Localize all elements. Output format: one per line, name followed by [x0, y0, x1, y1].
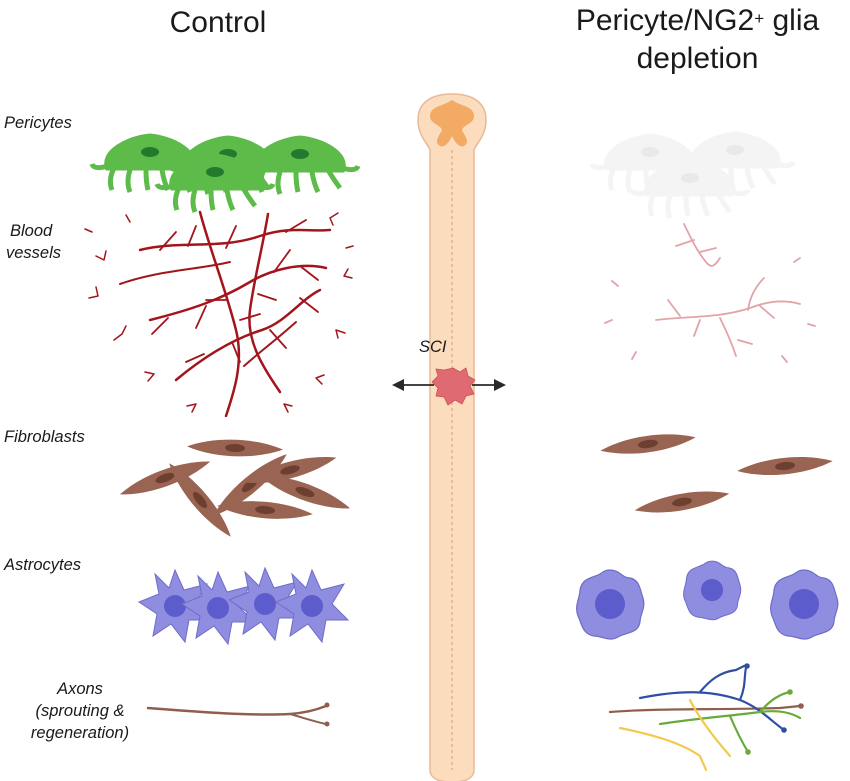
astrocyte-cell	[228, 567, 302, 641]
fibroblast-cell	[241, 449, 339, 491]
depletion-title: Pericyte/NG2+ glia depletion	[555, 2, 840, 78]
fibroblast-cell	[736, 452, 834, 480]
depletion-pericytes	[592, 132, 793, 218]
label-pericytes: Pericytes	[4, 114, 72, 132]
pericyte-cell-faded	[592, 134, 708, 192]
fibroblast-cell	[633, 485, 731, 519]
axon-yellow	[618, 698, 732, 772]
sci-label-box: SCI	[419, 338, 447, 356]
label-axons-line2: (sprouting &	[35, 702, 125, 720]
label-vessels: vessels	[6, 244, 62, 262]
label-axons: Axons (sprouting & regeneration)	[0, 678, 160, 744]
label-axons-line3: regeneration)	[30, 724, 130, 742]
reactive-astrocyte	[770, 569, 839, 640]
fibroblast-cell	[257, 467, 353, 517]
label-fibroblasts: Fibroblasts	[4, 428, 85, 446]
astrocyte-cell	[275, 569, 349, 643]
pericyte-cell-faded	[677, 132, 793, 190]
axon-green	[658, 710, 802, 726]
depletion-axons	[608, 663, 804, 772]
depletion-title-main: Pericyte/NG2	[575, 4, 755, 37]
depletion-blood-vessels	[604, 223, 816, 363]
fibroblast-cell	[216, 497, 314, 523]
depletion-title-rest: glia	[764, 4, 820, 37]
depletion-astrocytes	[576, 560, 839, 640]
fibroblast-cell	[599, 429, 697, 459]
control-axon	[146, 702, 330, 727]
grey-matter	[430, 100, 474, 147]
row-labels-layer: Pericytes Blood vessels Fibroblasts Astr…	[0, 114, 160, 744]
label-blood: Blood	[10, 222, 53, 240]
label-axons-line1: Axons	[57, 680, 103, 698]
sci-label: SCI	[419, 338, 447, 356]
lesion-site	[431, 367, 476, 406]
control-fibroblasts	[117, 438, 353, 543]
control-blood-vessels	[84, 210, 354, 418]
pericyte-cell-faded	[632, 160, 748, 218]
reactive-astrocyte	[576, 569, 645, 640]
depletion-title-sup: +	[754, 9, 765, 28]
pericyte-cell	[157, 154, 273, 212]
lesion-arrows	[392, 379, 506, 391]
depletion-title-line2: depletion	[636, 42, 759, 75]
control-astrocytes	[138, 567, 349, 645]
fibroblast-cell	[162, 457, 238, 543]
astrocyte-cell	[138, 569, 212, 643]
fibroblast-cell	[186, 438, 284, 458]
titles-layer: Control Pericyte/NG2+ glia depletion	[169, 2, 840, 78]
axon-blue	[638, 691, 786, 732]
pericyte-cell	[92, 134, 208, 192]
control-pericytes	[92, 134, 358, 212]
spinal-cord	[417, 93, 487, 781]
depletion-fibroblasts	[599, 429, 834, 519]
reactive-astrocyte	[683, 560, 742, 621]
pericyte-cell	[242, 136, 358, 194]
label-astrocytes: Astrocytes	[4, 556, 82, 574]
fibroblast-cell	[117, 453, 213, 503]
astrocyte-cell	[181, 571, 255, 645]
control-title: Control	[169, 6, 267, 39]
axon-brown	[608, 704, 802, 714]
